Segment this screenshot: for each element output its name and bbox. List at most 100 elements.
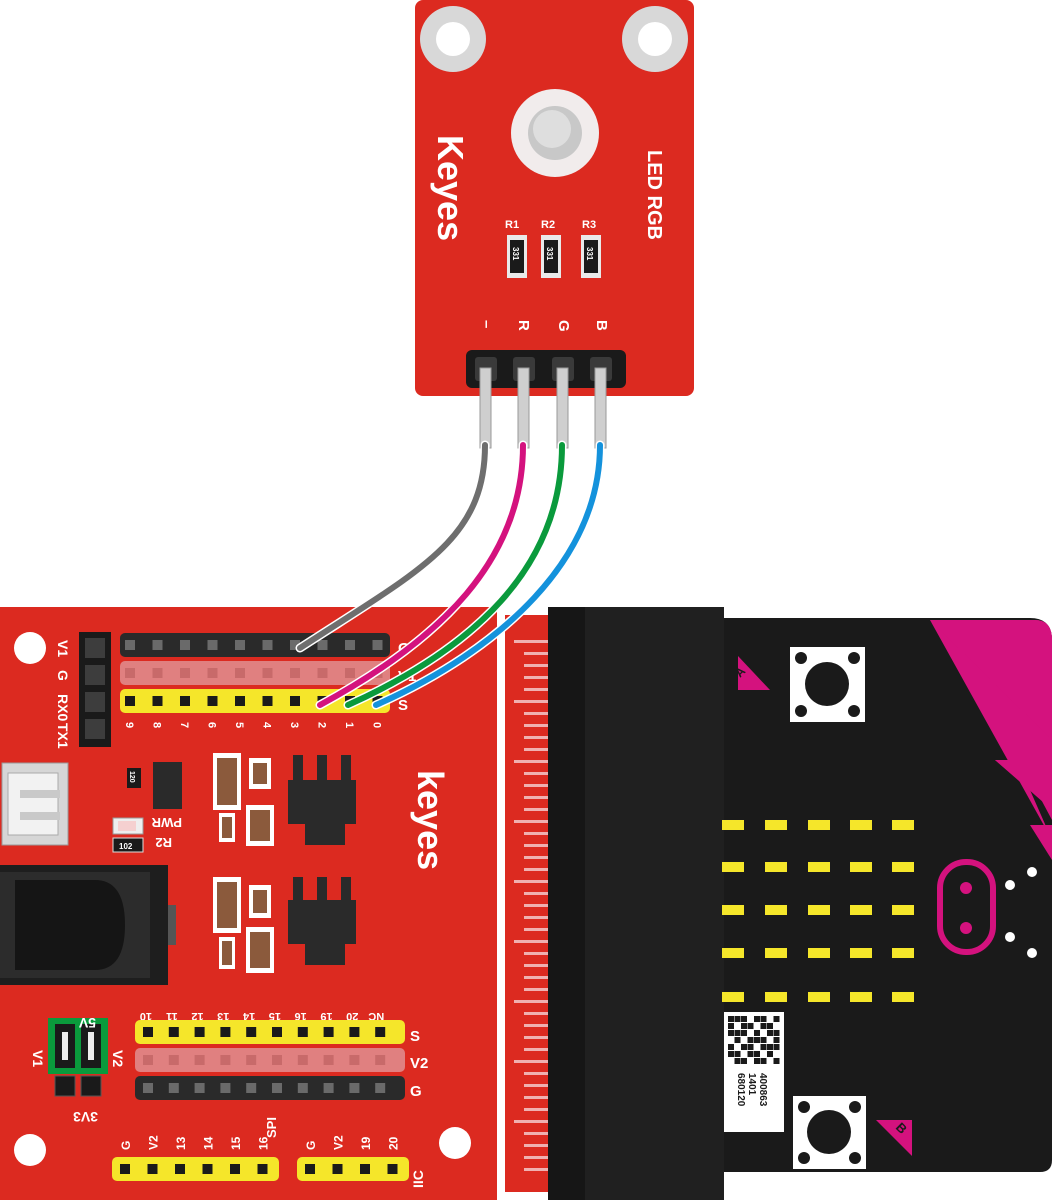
bottom-pin-number: 16 [295,1010,307,1022]
spi-pin [175,1164,185,1174]
jumper-wires [295,440,605,710]
iic-pin-label: 20 [387,1136,401,1150]
bottom-header-pin [349,1055,360,1065]
bottom-header-pin [194,1083,205,1093]
iic-pin [360,1164,370,1174]
bottom-pin-number: 19 [320,1010,332,1022]
led-module-brand: Keyes [430,135,471,241]
matrix-led [765,820,787,830]
matrix-led [765,905,787,915]
bottom-pin-number: 13 [217,1010,229,1022]
shield-hole-bottom-left [14,1134,46,1166]
shield-hole-top-left [14,632,46,664]
top-header-pin [317,668,328,678]
matrix-led [722,905,744,915]
top-pin-number: 3 [288,722,300,728]
pwr-label: PWR [151,815,182,830]
resistor-120 [127,768,141,788]
resistor-r1-code: 331 [511,247,520,261]
top-header-pin [125,668,135,678]
top-row-label-s: S [398,697,408,714]
spi-pin [230,1164,240,1174]
bottom-row-label-g: G [410,1083,422,1100]
resistor-r2: R2 331 [541,219,561,278]
matrix-led [892,948,914,958]
iic-pin-label: V2 [332,1135,346,1150]
jumper-label-5v: 5V [78,1015,96,1031]
top-header-pin [262,640,273,650]
bottom-header-pin [375,1027,386,1037]
bottom-header-pin [168,1083,179,1093]
top-header-pin [262,696,273,706]
spi-pin-label: 14 [202,1136,216,1150]
top-header-pin [235,668,245,678]
resistor-r2-code: 331 [545,247,554,261]
matrix-led [850,905,872,915]
spi-pin-label: 15 [229,1136,243,1150]
led-module-board [415,0,694,396]
usb-connector [1,762,69,846]
bottom-header-pin [323,1027,334,1037]
bottom-row-label-v2: V2 [410,1055,428,1072]
bottom-header-pin [272,1027,282,1037]
bottom-header-pin [246,1027,257,1037]
top-header-pin [235,640,245,650]
diode [153,762,182,809]
matrix-led [808,992,830,1002]
resistor-r3-code: 331 [585,247,594,261]
top-header-pin [152,668,163,678]
jumper-label-v1: V1 [30,1050,46,1067]
iic-pin [305,1164,315,1174]
bottom-header-pin [168,1027,179,1037]
r2-label: R2 [155,835,172,850]
top-pin-number: 4 [261,722,273,729]
bottom-header-pin [297,1083,308,1093]
bottom-pin-number: 14 [242,1010,255,1022]
microbit-board: A 400863 1401 680120 B [548,607,1052,1200]
top-pin-number: 7 [178,722,190,728]
top-header-pin [207,696,218,706]
shield-brand: keyes [410,770,451,870]
top-header-pin [372,640,383,650]
matrix-led [850,862,872,872]
jumper-label-v2: V2 [110,1050,126,1067]
resistor-r3-label: R3 [582,219,596,231]
shield-hole-bottom-right [439,1127,471,1159]
top-pin-number: 0 [371,722,383,728]
jumper-label-3v3: 3V3 [73,1109,98,1125]
top-header-pin [345,668,355,678]
resistor-r2-code-shield: 102 [119,842,133,851]
spi-pin [147,1164,158,1174]
resistor-r1: R1 331 [505,219,527,278]
top-header-pin [125,640,135,650]
bottom-header-pin [375,1083,386,1093]
button-a-marker [738,656,770,690]
matrix-led [808,862,830,872]
bottom-header-pin [194,1027,205,1037]
bottom-pin-number: 12 [191,1010,203,1022]
uart-label-tx1: TX1 [55,723,71,749]
bottom-pin-number: NC [368,1010,384,1022]
top-header-pin [180,640,190,650]
bottom-pin-headers [135,1020,405,1100]
top-header-pin [207,668,218,678]
top-pin-number: 9 [123,722,135,728]
bottom-header-pin [323,1083,334,1093]
bottom-header-pin [297,1027,308,1037]
wire-1 [297,442,488,651]
spi-pin-label: 16 [257,1136,271,1150]
top-header-pin [125,696,135,706]
wire-4 [373,442,603,708]
wire-2 [317,442,526,708]
iic-title: IIC [410,1170,426,1188]
bottom-header-pin [143,1027,153,1037]
dc-power-jack [0,865,176,985]
top-header-pin [317,640,328,650]
button-a [790,647,865,722]
mounting-hole-right [622,6,688,72]
bottom-header-pin [349,1027,360,1037]
